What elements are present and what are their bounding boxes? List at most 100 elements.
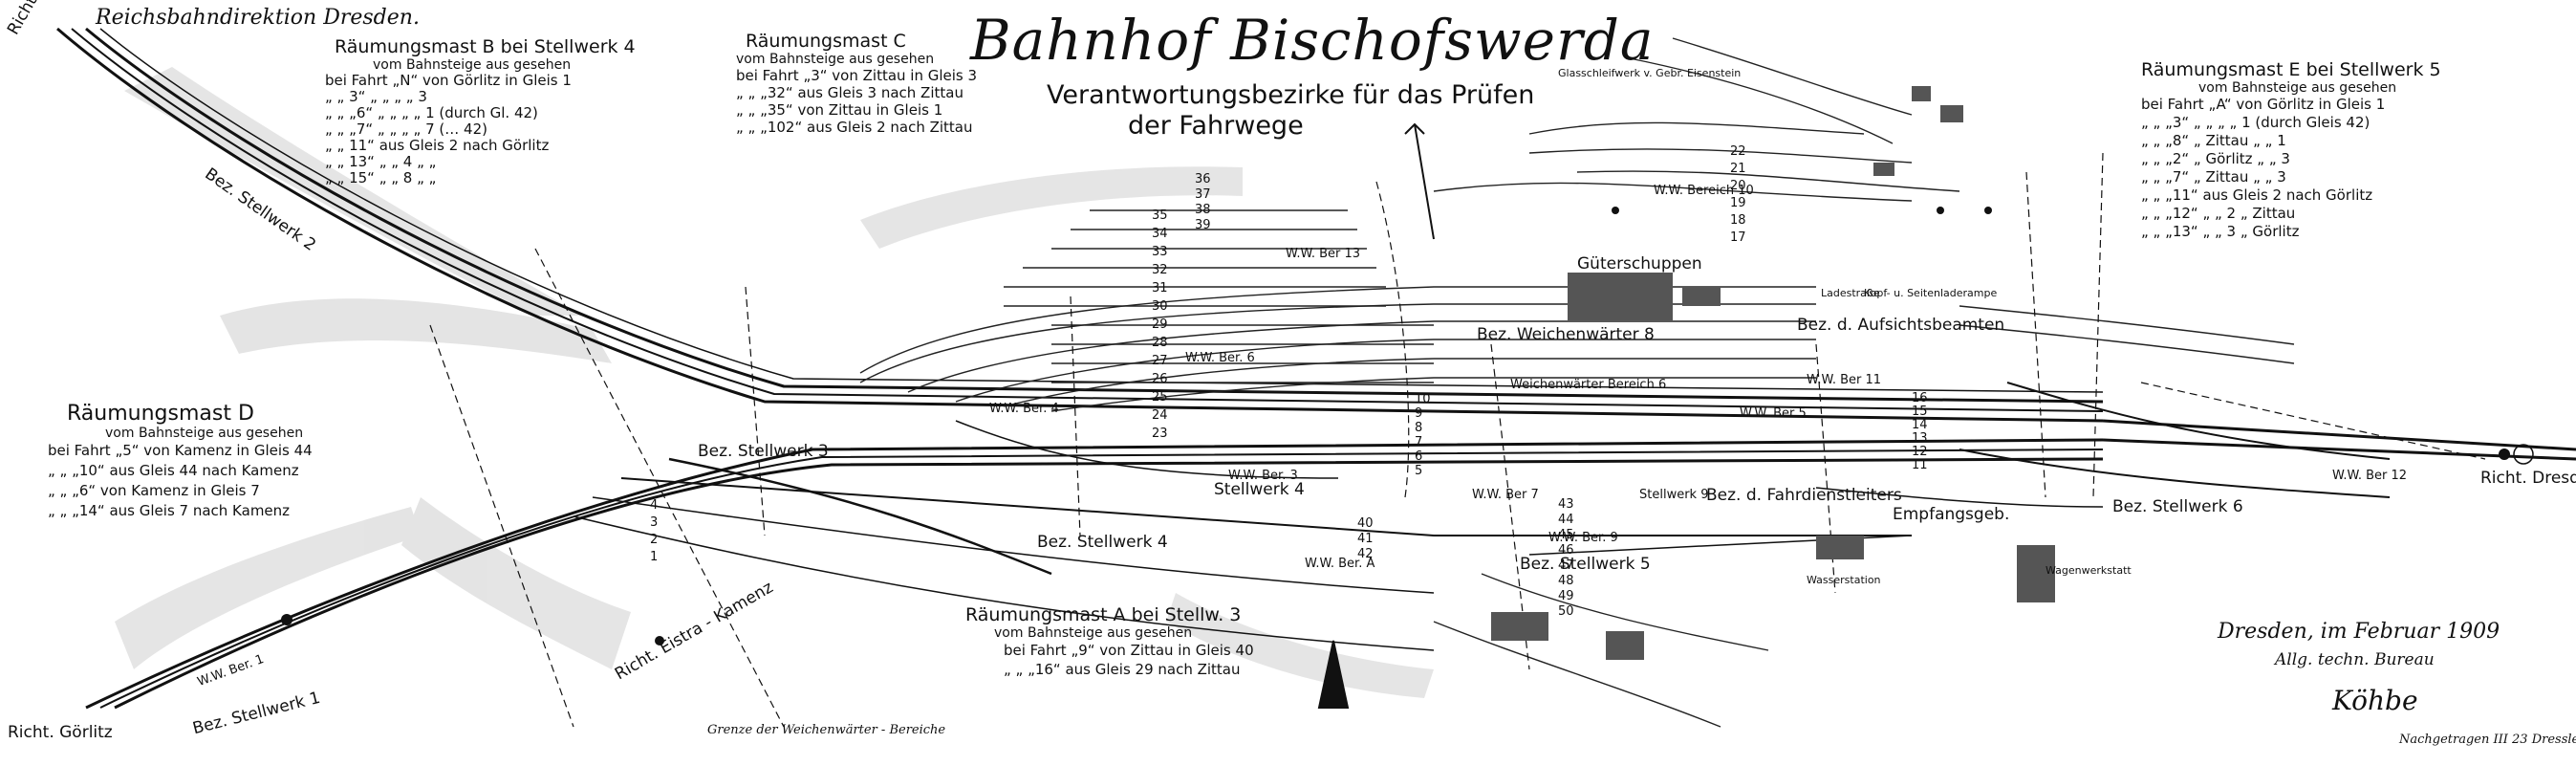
page-subtitle-1: Verantwortungsbezirke für das Prüfen (1047, 80, 1535, 110)
track-number: 38 (1195, 203, 1211, 217)
track-number-column-center: 10 9 8 7 6 5 (1415, 392, 1431, 478)
mast-b-line: „ „ 13“ „ „ 4 „ „ (325, 153, 437, 170)
bez-stellwerk-5-label: Bez. Stellwerk 5 (1520, 555, 1651, 574)
track-number-column-upper-right: 22 21 20 19 18 17 (1730, 143, 1746, 247)
ww-ber-11-label: W.W. Ber 11 (1807, 373, 1882, 387)
mast-b-block: Räumungsmast B bei Stellwerk 4 vom Bahns… (325, 36, 636, 186)
empfangsgebaeude-label: Empfangsgeb. (1893, 505, 2010, 524)
mast-a-sub: vom Bahnsteige aus gesehen (994, 625, 1193, 641)
mast-d-line: bei Fahrt „5“ von Kamenz in Gleis 44 (48, 442, 313, 459)
ww-ber-5-label: W.W. Ber 5 (1740, 406, 1807, 421)
mast-b-line: „ „ 11“ aus Gleis 2 nach Görlitz (325, 137, 550, 154)
track-number: 44 (1558, 513, 1574, 527)
mast-a-block: Räumungsmast A bei Stellw. 3 vom Bahnste… (965, 604, 1254, 679)
buildings (1491, 86, 2055, 660)
ladestrasse-label: Ladestraße (1821, 287, 1880, 299)
terrain-shading (115, 67, 1434, 698)
track-number: 11 (1912, 458, 1928, 472)
ww-bereich-10-label: W.W. Bereich 10 (1654, 184, 1754, 198)
track-number: 9 (1415, 406, 1423, 421)
track-number-column-lower: 43 44 45 46 47 48 49 50 (1558, 497, 1574, 620)
bez-stellwerk-6-label: Bez. Stellwerk 6 (2112, 497, 2243, 516)
mast-d-line: „ „ „14“ aus Gleis 7 nach Kamenz (48, 502, 291, 519)
track-number: 33 (1152, 245, 1168, 259)
track-number: 27 (1152, 354, 1168, 368)
track-number-column-a: 40 41 42 (1357, 516, 1374, 562)
track-number: 41 (1357, 532, 1374, 546)
ww-ber-12-label: W.W. Ber 12 (2332, 469, 2408, 483)
bez-aufsichtsbeamten-label: Bez. d. Aufsichtsbeamten (1797, 316, 2005, 335)
track-number: 12 (1912, 445, 1928, 459)
mast-c-line: „ „ „35“ von Zittau in Gleis 1 (736, 101, 943, 119)
glasschleifwerk-label: Glasschleifwerk v. Gebr. Eisenstein (1558, 67, 1742, 79)
track-number: 46 (1558, 543, 1574, 558)
mast-c-lines: bei Fahrt „3“ von Zittau in Gleis 3 „ „ … (736, 67, 977, 136)
track-number-column-main: 16 15 14 13 12 11 (1912, 392, 1928, 472)
track-number: 42 (1357, 547, 1374, 561)
ww-ber-3-label: W.W. Ber. 3 (1228, 469, 1298, 483)
mast-d-line: „ „ „6“ von Kamenz in Gleis 7 (48, 482, 260, 499)
wasserstation-label: Wasserstation (1807, 574, 1881, 586)
mast-d-block: Räumungsmast D vom Bahnsteige aus gesehe… (48, 402, 313, 521)
track-number: 47 (1558, 558, 1574, 573)
mast-c-line: „ „ „32“ aus Gleis 3 nach Zittau (736, 84, 963, 101)
track-number-column: 35 34 33 32 31 30 29 28 27 26 25 24 23 (1152, 207, 1168, 443)
mast-a-lines: bei Fahrt „9“ von Zittau in Gleis 40 „ „… (1004, 641, 1254, 679)
ladrampe-label: Kopf- u. Seitenladerampe (1864, 287, 1998, 299)
north-arrow-icon (1317, 122, 1435, 709)
track-number: 1 (650, 550, 659, 564)
track-number: 48 (1558, 574, 1574, 588)
date-line: Dresden, im Februar 1909 (2218, 620, 2500, 644)
track-number: 45 (1558, 528, 1574, 542)
track-number: 17 (1730, 230, 1746, 245)
bez-stellwerk-3-label: Bez. Stellwerk 3 (698, 442, 829, 461)
track-number: 2 (650, 533, 659, 547)
track-number: 40 (1357, 516, 1374, 531)
mast-b-line: „ „ 15“ „ „ 8 „ „ (325, 169, 437, 186)
mast-b-line: „ „ „6“ „ „ „ „ 1 (durch Gl. 42) (325, 104, 538, 121)
track-number: 5 (1415, 464, 1423, 478)
track-number: 37 (1195, 187, 1211, 202)
track-number: 3 (650, 515, 659, 530)
track-number: 50 (1558, 604, 1574, 619)
boundary-legend-label: Grenze der Weichenwärter - Bereiche (707, 723, 946, 737)
gueterschuppen-label: Güterschuppen (1577, 254, 1702, 274)
mast-b-sub: vom Bahnsteige aus gesehen (373, 57, 572, 73)
track-number: 35 (1152, 208, 1168, 223)
mast-b-line: bei Fahrt „N“ von Görlitz in Gleis 1 (325, 72, 572, 89)
wagenwerkstatt-label: Wagenwerkstatt (2046, 564, 2132, 577)
mast-e-title: Räumungsmast E bei Stellwerk 5 (2141, 59, 2441, 80)
mast-e-line: „ „ „12“ „ „ 2 „ Zittau (2141, 205, 2296, 222)
track-number: 6 (1415, 449, 1423, 464)
amendment-note: Nachgetragen III 23 Dressler (2399, 733, 2576, 747)
bez-fahrdienstleiter-label: Bez. d. Fahrdienstleiters (1706, 486, 1902, 505)
mast-e-line: „ „ „7“ „ Zittau „ „ 3 (2141, 168, 2286, 186)
mast-a-line: „ „ „16“ aus Gleis 29 nach Zittau (1004, 661, 1241, 678)
track-number: 20 (1730, 179, 1746, 193)
direction-goerlitz-label: Richt. Görlitz (8, 723, 113, 742)
track-number: 32 (1152, 263, 1168, 277)
track-number-column-left: 4 3 2 1 (650, 497, 658, 566)
mast-c-line: „ „ „102“ aus Gleis 2 nach Zittau (736, 119, 973, 136)
track-number: 24 (1152, 408, 1168, 423)
track-number: 7 (1415, 435, 1423, 449)
track-number: 36 (1195, 172, 1211, 186)
track-number: 25 (1152, 390, 1168, 405)
track-number: 10 (1415, 392, 1431, 406)
track-number: 26 (1152, 372, 1168, 386)
mast-e-line: „ „ „8“ „ Zittau „ „ 1 (2141, 132, 2286, 149)
track-number-column-top: 36 37 38 39 (1195, 172, 1211, 233)
track-number: 16 (1912, 391, 1928, 405)
track-number: 21 (1730, 162, 1746, 176)
bez-weichenwaerter-8-label: Bez. Weichenwärter 8 (1477, 325, 1655, 344)
track-number: 30 (1152, 299, 1168, 314)
mast-e-line: „ „ „11“ aus Gleis 2 nach Görlitz (2141, 186, 2373, 204)
mast-c-title: Räumungsmast C (746, 31, 906, 52)
organization-label: Reichsbahndirektion Dresden. (96, 6, 420, 30)
ww-ber-13-label: W.W. Ber 13 (1286, 247, 1361, 261)
mast-e-line: „ „ „2“ „ Görlitz „ „ 3 (2141, 150, 2290, 167)
page-subtitle-2: der Fahrwege (1128, 111, 1304, 141)
mast-a-title: Räumungsmast A bei Stellw. 3 (965, 604, 1242, 625)
ww-ber-a-label: W.W. Ber. A (1305, 557, 1375, 571)
